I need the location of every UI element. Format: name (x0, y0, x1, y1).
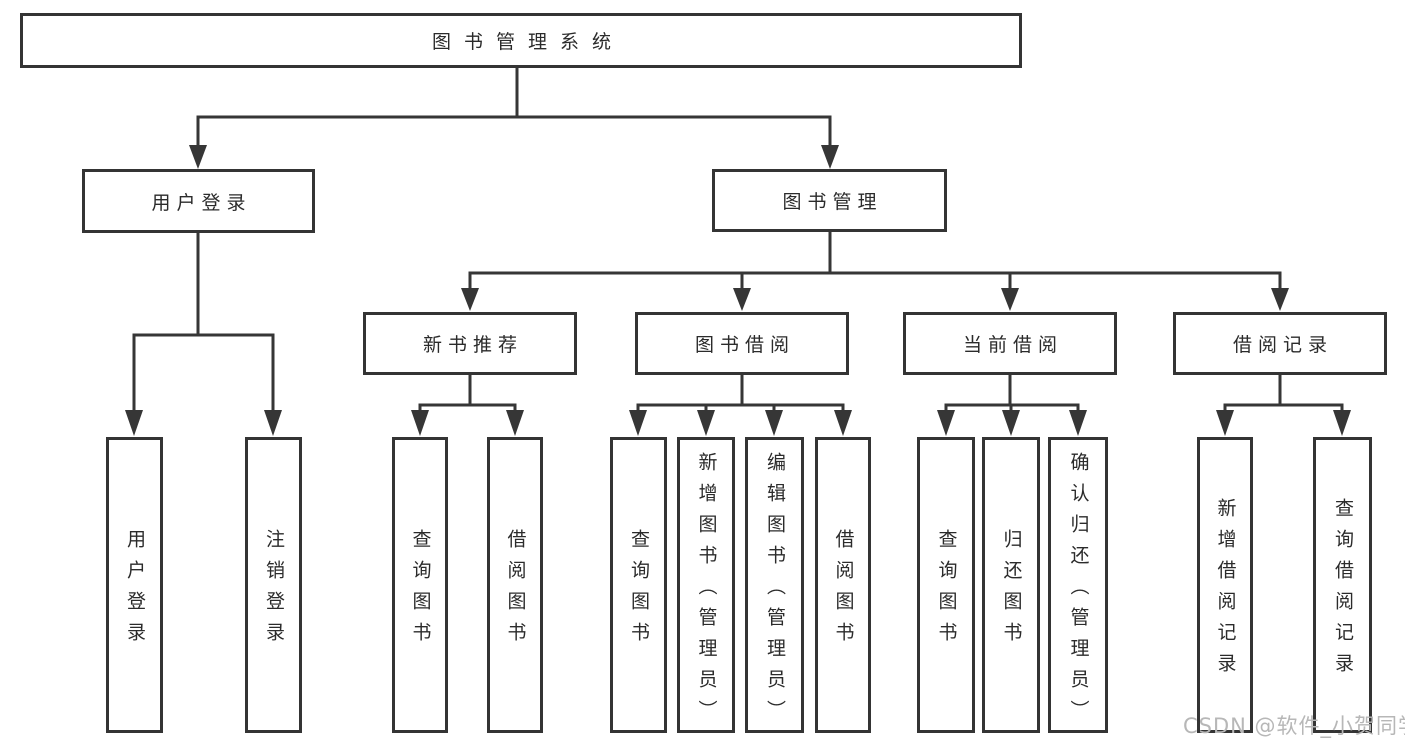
leaf-borrow-book-2: 借阅图书 (815, 437, 871, 733)
leaf-query-book-2: 查询图书 (610, 437, 667, 733)
arrow-down-icon (821, 145, 839, 169)
arrow-down-icon (937, 410, 955, 436)
node-label: 注销登录 (263, 529, 285, 653)
node-label: 借阅记录 (1232, 334, 1333, 356)
leaf-query-book-3: 查询图书 (917, 437, 975, 733)
arrowheads (125, 145, 1351, 436)
connector-currentborrow-to-leaves (944, 375, 1080, 414)
leaf-return-book: 归还图书 (982, 437, 1040, 733)
arrow-down-icon (1271, 288, 1289, 311)
node-label: 编辑图书（管理员） (764, 451, 786, 731)
node-label: 新增图书（管理员） (695, 451, 718, 731)
node-label: 查询图书 (935, 529, 958, 653)
node-label: 图书借阅 (694, 334, 795, 356)
arrow-down-icon (733, 288, 751, 311)
node-new-book-recommend: 新书推荐 (363, 312, 577, 375)
arrow-down-icon (461, 288, 479, 311)
node-label: 查询图书 (409, 529, 432, 653)
leaf-query-borrow-record: 查询借阅记录 (1313, 437, 1372, 733)
arrow-down-icon (189, 145, 207, 169)
arrow-down-icon (697, 410, 715, 436)
node-book-management: 图书管理 (712, 169, 947, 232)
node-borrow-record: 借阅记录 (1173, 312, 1387, 375)
connector-root-to-level2 (196, 68, 832, 147)
node-label: 确认归还（管理员） (1067, 451, 1090, 731)
connector-newbook-to-leaves (418, 375, 517, 414)
leaf-confirm-return-admin: 确认归还（管理员） (1048, 437, 1108, 733)
connector-bookmgmt-to-level3 (468, 232, 1282, 291)
arrow-down-icon (506, 410, 524, 436)
node-root-system: 图书管理系统 (20, 13, 1022, 68)
node-label: 图书管理系统 (431, 31, 624, 53)
node-label: 借阅图书 (504, 529, 527, 653)
arrow-down-icon (264, 410, 282, 436)
node-user-login: 用户登录 (82, 169, 315, 233)
arrow-down-icon (1001, 288, 1019, 311)
leaf-borrow-book-1: 借阅图书 (487, 437, 543, 733)
leaf-user-login: 用户登录 (106, 437, 163, 733)
connector-borrowrecord-to-leaves (1223, 375, 1344, 414)
node-label: 用户登录 (151, 191, 252, 214)
leaf-query-book-1: 查询图书 (392, 437, 448, 733)
arrow-down-icon (629, 410, 647, 436)
node-book-borrow: 图书借阅 (635, 312, 849, 375)
node-label: 归还图书 (1000, 529, 1023, 653)
node-label: 用户登录 (124, 529, 146, 653)
arrow-down-icon (1069, 410, 1087, 436)
leaf-add-book-admin: 新增图书（管理员） (677, 437, 735, 733)
node-label: 新书推荐 (422, 334, 523, 356)
node-label: 新增借阅记录 (1214, 498, 1237, 684)
node-current-borrow: 当前借阅 (903, 312, 1117, 375)
arrow-down-icon (1216, 410, 1234, 436)
connector-userlogin-to-leaves (132, 233, 275, 412)
node-label: 借阅图书 (832, 529, 855, 653)
arrow-down-icon (1002, 410, 1020, 436)
leaf-logout: 注销登录 (245, 437, 302, 733)
leaf-add-borrow-record: 新增借阅记录 (1197, 437, 1253, 733)
arrow-down-icon (411, 410, 429, 436)
node-label: 当前借阅 (962, 334, 1063, 356)
arrow-down-icon (125, 410, 143, 436)
node-label: 查询图书 (628, 529, 650, 653)
arrow-down-icon (1333, 410, 1351, 436)
connector-bookborrow-to-leaves (636, 375, 845, 414)
arrow-down-icon (765, 410, 783, 436)
leaf-edit-book-admin: 编辑图书（管理员） (745, 437, 804, 733)
node-label: 查询借阅记录 (1332, 498, 1354, 684)
arrow-down-icon (834, 410, 852, 436)
node-label: 图书管理 (782, 191, 883, 213)
csdn-watermark: CSDN @软件_小贺同学 (1183, 714, 1405, 738)
